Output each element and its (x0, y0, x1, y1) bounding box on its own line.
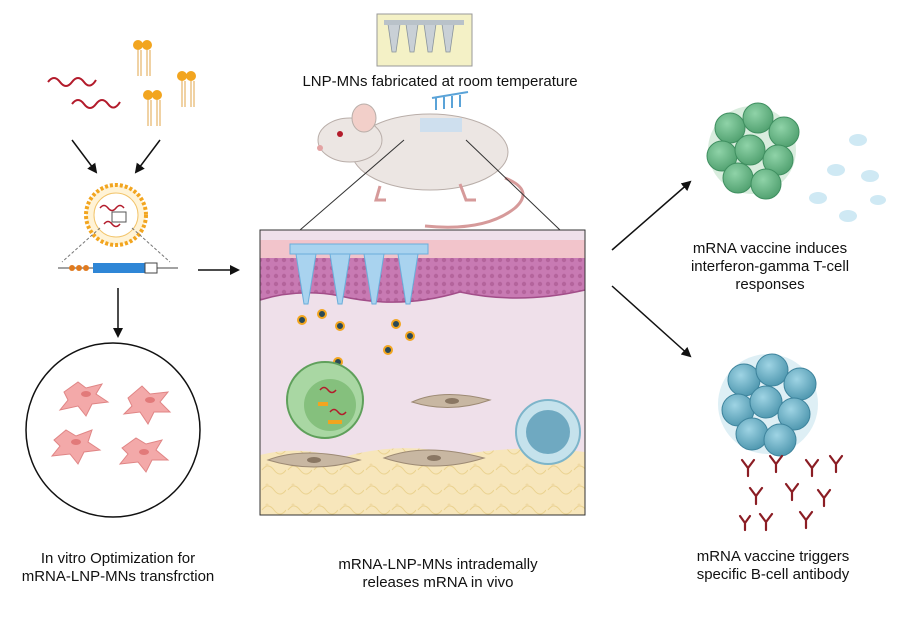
caption-left-line-2: mRNA-LNP-MNs transfrction (21, 568, 215, 585)
immune-cell-icon (515, 399, 581, 465)
zoom-line-left (61, 227, 101, 263)
zoom-line-skin-left (299, 139, 405, 231)
caption-right-bottom-line-1: mRNA vaccine triggers (696, 548, 850, 565)
zoom-line-skin-right (465, 139, 561, 231)
caption-left-line-1: In vitro Optimization for (40, 550, 196, 567)
antibody-icon (738, 454, 844, 532)
applied-patch-icon (431, 91, 469, 110)
caption-center-line-1: mRNA-LNP-MNs intrademally (338, 556, 538, 573)
arrow-rna-to-lnp (71, 139, 98, 174)
b-cell-cluster-icon (718, 353, 818, 457)
skin-cross-section (259, 229, 586, 516)
arrow-to-b-cells (611, 285, 692, 358)
skin-microneedles (289, 243, 429, 305)
mouse-icon (317, 103, 525, 229)
caption-left: In vitro Optimization for mRNA-LNP-MNs t… (14, 550, 222, 586)
caption-center-line-2: releases mRNA in vivo (362, 574, 514, 591)
interferon-droplets (809, 134, 886, 222)
zoom-line-right (131, 227, 171, 263)
t-cell-cluster-icon (706, 102, 800, 200)
top-label: LNP-MNs fabricated at room temperature (302, 73, 577, 90)
caption-right-bottom-line-2: specific B-cell antibody (696, 566, 850, 583)
transfected-cell-icon (286, 361, 364, 439)
mrna-strand-icon (47, 77, 121, 109)
arrow-lipid-to-lnp (134, 139, 161, 174)
mrna-construct-icon (58, 262, 178, 274)
caption-center: mRNA-LNP-MNs intrademally releases mRNA … (318, 556, 558, 592)
microneedle-patch-icon (376, 13, 473, 67)
caption-right-top-line-1: mRNA vaccine induces (692, 240, 848, 257)
cell-culture-dish-icon (25, 342, 201, 518)
lipid-icon (133, 40, 196, 126)
lnp-icon (84, 183, 148, 247)
caption-right-top: mRNA vaccine induces interferon-gamma T-… (670, 240, 870, 294)
caption-right-top-line-2: interferon-gamma T-cell (690, 258, 850, 275)
caption-right-top-line-3: responses (735, 276, 805, 293)
caption-right-bottom: mRNA vaccine triggers specific B-cell an… (668, 548, 878, 584)
arrow-to-t-cells (611, 180, 692, 251)
